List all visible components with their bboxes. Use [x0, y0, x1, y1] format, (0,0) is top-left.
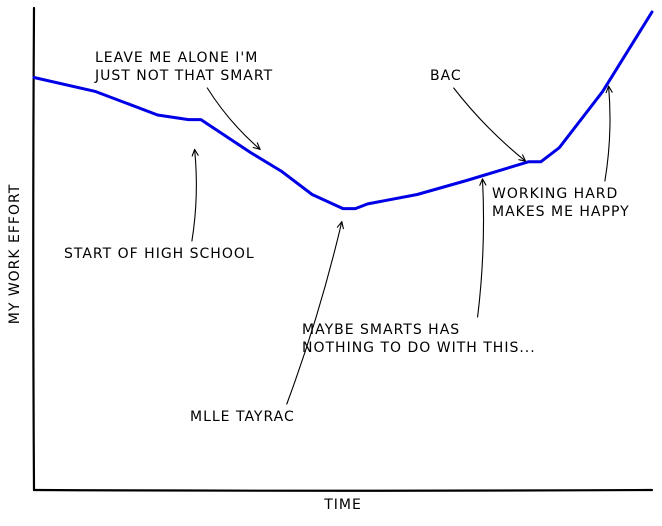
annotation-arrowhead: [479, 178, 487, 186]
annotation-text: MAYBE SMARTS HAS NOTHING TO DO WITH THIS.…: [302, 322, 536, 356]
annotation-line: LEAVE ME ALONE I'M: [95, 50, 258, 66]
x-axis-line: [32, 488, 654, 492]
annotation-arrowhead: [252, 142, 261, 150]
y-axis-line: [32, 6, 36, 492]
annotation-4: BAC: [430, 68, 527, 162]
annotation-arrowhead: [191, 148, 199, 157]
annotation-arrow: [286, 221, 343, 405]
annotation-line: MAKES ME HAPPY: [492, 204, 630, 220]
annotation-5: WORKING HARD MAKES ME HAPPY: [492, 85, 630, 220]
annotation-line: START OF HIGH SCHOOL: [64, 246, 255, 262]
annotation-text: START OF HIGH SCHOOL: [64, 246, 255, 262]
x-axis-label: TIME: [323, 497, 362, 513]
annotation-text: LEAVE ME ALONE I'M JUST NOT THAT SMART: [94, 50, 273, 84]
series-layer: [32, 10, 654, 211]
annotation-arrow: [477, 178, 485, 318]
annotation-line: NOTHING TO DO WITH THIS...: [302, 340, 536, 356]
annotation-arrow: [453, 87, 527, 162]
annotation-arrow: [604, 85, 611, 182]
annotation-0: START OF HIGH SCHOOL: [64, 148, 255, 262]
annotation-arrow: [191, 148, 197, 242]
annotation-line: MAYBE SMARTS HAS: [302, 322, 460, 338]
annotation-line: MLLE TAYRAC: [190, 409, 295, 425]
annotation-2: MLLE TAYRAC: [190, 221, 344, 425]
annotation-arrowhead: [518, 154, 527, 162]
annotation-arrow: [206, 87, 261, 150]
annotation-arrowhead: [605, 85, 613, 94]
annotation-1: LEAVE ME ALONE I'M JUST NOT THAT SMART: [94, 50, 273, 150]
y-axis-label: MY WORK EFFORT: [7, 184, 23, 325]
annotation-3: MAYBE SMARTS HAS NOTHING TO DO WITH THIS.…: [302, 178, 536, 356]
annotation-line: BAC: [430, 68, 462, 84]
annotation-text: BAC: [430, 68, 462, 84]
annotation-arrowhead: [336, 221, 344, 230]
annotation-text: MLLE TAYRAC: [190, 409, 295, 425]
annotation-line: JUST NOT THAT SMART: [94, 68, 273, 84]
axes: [32, 6, 654, 492]
annotations-layer: START OF HIGH SCHOOL LEAVE ME ALONE I'M JU…: [64, 50, 630, 425]
annotation-line: WORKING HARD: [492, 186, 618, 202]
annotation-text: WORKING HARD MAKES ME HAPPY: [492, 186, 630, 220]
series-line-0: [32, 10, 654, 211]
